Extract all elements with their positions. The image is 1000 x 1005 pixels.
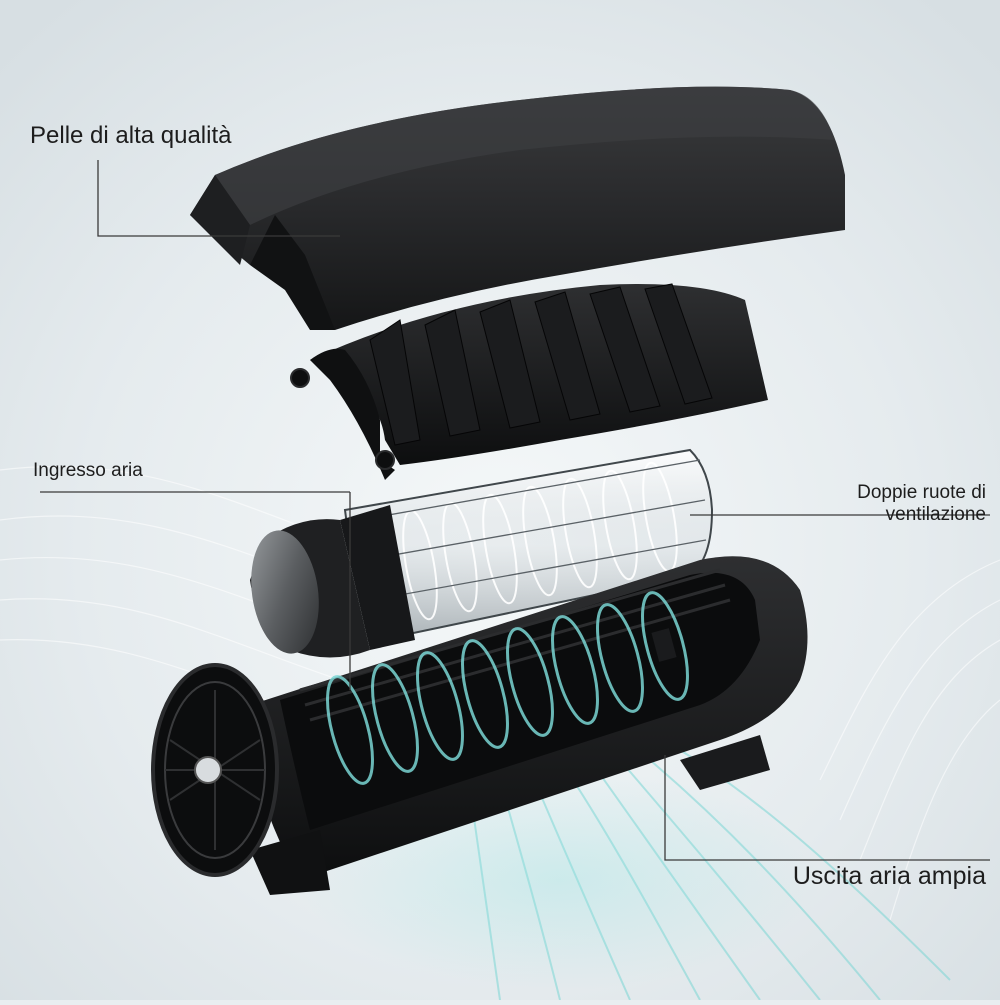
callout-leather-label: Pelle di alta qualità <box>30 122 232 149</box>
main-housing <box>151 556 808 895</box>
fan-cylinder <box>250 448 714 658</box>
ribbed-inner-shell <box>290 283 768 480</box>
callout-fan-wheels-line1: Doppie ruote di <box>857 482 986 503</box>
airflow-streaks <box>0 465 1000 921</box>
end-cap <box>251 530 319 654</box>
callout-fan-wheels-line2: ventilazione <box>885 503 986 525</box>
leather-cover <box>190 86 845 331</box>
housing-end-button <box>194 756 222 784</box>
callout-fan-wheels-label: Doppie ruote di ventilazione <box>857 482 986 526</box>
airflow-coils <box>326 591 689 785</box>
callout-air-inlet-label: Ingresso aria <box>33 460 143 481</box>
callout-leader-lines <box>40 160 990 861</box>
callout-air-outlet-label: Uscita aria ampia <box>792 862 986 890</box>
